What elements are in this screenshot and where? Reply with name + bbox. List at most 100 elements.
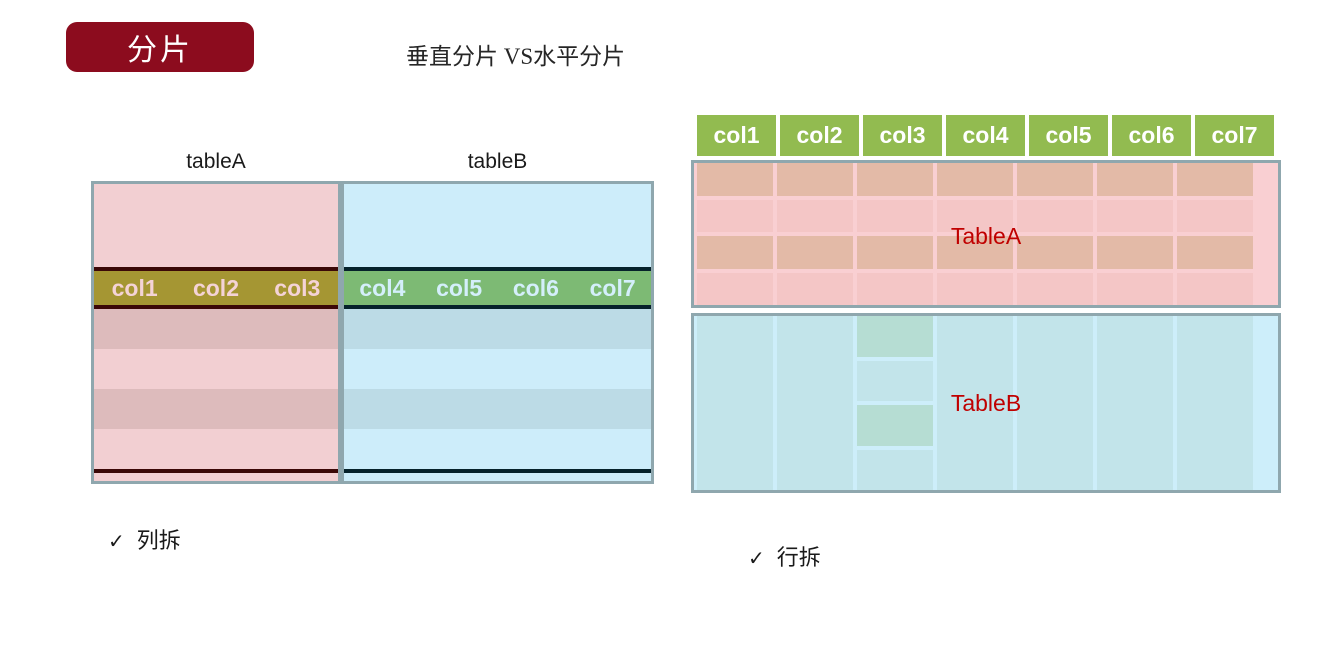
table-cell [777, 272, 853, 305]
column-header-col5: col5 [1029, 115, 1108, 156]
table-cell [697, 163, 773, 196]
vertical-shard-top-fill-a [94, 184, 338, 267]
table-column [697, 316, 773, 490]
horizontal-shard-grid-a [697, 163, 1253, 305]
table-column [1177, 163, 1253, 305]
check-icon: ✓ [748, 546, 765, 570]
table-column [777, 163, 853, 305]
table-cell [697, 272, 773, 305]
vertical-shard-rule-bottom-a [94, 305, 338, 309]
table-cell [857, 199, 933, 232]
table-cell [937, 163, 1013, 196]
horizontal-shard-grid-b [697, 316, 1253, 490]
column-header-col4: col4 [946, 115, 1025, 156]
table-cell [1017, 199, 1093, 232]
table-cell [937, 199, 1013, 232]
table-column-highlighted [857, 316, 933, 490]
table-cell [1017, 236, 1093, 269]
table-column [937, 316, 1013, 490]
column-label-col7: col7 [589, 274, 636, 301]
title-badge: 分片 [66, 22, 254, 72]
table-cell [1177, 199, 1253, 232]
check-icon: ✓ [108, 529, 125, 553]
table-cell [697, 236, 773, 269]
table-column [1097, 163, 1173, 305]
column-header-col7: col7 [1195, 115, 1274, 156]
vertical-shard-rule-top-a [94, 267, 338, 271]
vertical-shard-bottom-rule-a [94, 469, 338, 473]
table-cell-highlight [857, 316, 933, 357]
vertical-shard-bottom-rule-b [344, 469, 651, 473]
table-column [857, 163, 933, 305]
vertical-shard-panel-tableb: col4 col5 col6 col7 [341, 181, 654, 484]
table-cell [777, 236, 853, 269]
title-badge-label: 分片 [127, 34, 193, 67]
column-label-col3: col3 [274, 274, 321, 301]
table-cell [697, 199, 773, 232]
table-cell [1097, 163, 1173, 196]
column-header-col2: col2 [780, 115, 859, 156]
table-cell [857, 272, 933, 305]
vertical-shard-rule-top-b [344, 267, 651, 271]
table-column [1177, 316, 1253, 490]
horizontal-shard-panel-tablea: TableA [691, 160, 1281, 308]
subtitle: 垂直分片 VS水平分片 [406, 44, 626, 69]
table-cell [1017, 272, 1093, 305]
table-column [1017, 316, 1093, 490]
table-row [94, 429, 338, 469]
column-header-row: col1 col2 col3 col4 col5 col6 col7 [697, 115, 1274, 156]
table-cell [777, 163, 853, 196]
table-cell [937, 236, 1013, 269]
column-header-col1: col1 [697, 115, 776, 156]
table-cell [1097, 199, 1173, 232]
table-cell [857, 360, 933, 401]
column-label-col6: col6 [512, 274, 559, 301]
vertical-shard-top-fill-b [344, 184, 651, 267]
table-row [94, 349, 338, 389]
vertical-shard-stack-b: col4 col5 col6 col7 [344, 184, 651, 481]
caption-column-split-label: 列拆 [136, 528, 181, 553]
table-cell [1177, 272, 1253, 305]
table-cell [1177, 163, 1253, 196]
vertical-shard-stack-a: col1 col2 col3 [94, 184, 338, 481]
tableb-label: tableB [467, 150, 528, 173]
table-cell [1017, 163, 1093, 196]
caption-column-split: ✓ 列拆 [108, 523, 181, 555]
table-column [777, 316, 853, 490]
table-column [937, 163, 1013, 305]
table-column [697, 163, 773, 305]
table-cell [857, 163, 933, 196]
vertical-shard-column-band-a: col1 col2 col3 [94, 271, 338, 305]
column-header-col6: col6 [1112, 115, 1191, 156]
table-cell [777, 199, 853, 232]
table-row [344, 309, 651, 349]
table-cell [857, 236, 933, 269]
vertical-shard-rule-bottom-b [344, 305, 651, 309]
column-header-col3: col3 [863, 115, 942, 156]
table-cell [1097, 236, 1173, 269]
table-row [344, 389, 651, 429]
table-row [344, 349, 651, 389]
caption-row-split: ✓ 行拆 [748, 540, 821, 572]
vertical-shard-panel-tablea: col1 col2 col3 [91, 181, 341, 484]
column-label-col2: col2 [192, 274, 239, 301]
tablea-label: tableA [186, 150, 246, 173]
vertical-shard-rows-a [94, 309, 338, 481]
table-cell [857, 449, 933, 490]
table-cell [937, 272, 1013, 305]
table-row [94, 309, 338, 349]
vertical-shard-column-band-b: col4 col5 col6 col7 [344, 271, 651, 305]
horizontal-shard-panel-tableb: TableB [691, 313, 1281, 493]
table-row [94, 389, 338, 429]
table-cell [1097, 272, 1173, 305]
caption-row-split-label: 行拆 [776, 545, 821, 570]
column-label-col5: col5 [436, 274, 483, 301]
table-row [344, 429, 651, 469]
table-column [1017, 163, 1093, 305]
table-column [1097, 316, 1173, 490]
column-label-col1: col1 [111, 274, 158, 301]
table-cell [1177, 236, 1253, 269]
vertical-shard-rows-b [344, 309, 651, 481]
column-label-col4: col4 [359, 274, 406, 301]
table-cell-highlight [857, 405, 933, 446]
